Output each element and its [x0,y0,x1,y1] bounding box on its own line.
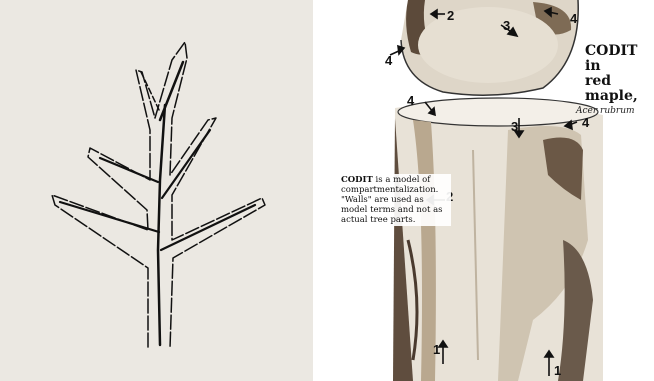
label-1-bottom-left: 1 [433,343,440,356]
label-4-lower-left: 4 [407,94,414,107]
lower-log-section [393,98,603,381]
label-1-bottom-right: 1 [554,364,561,377]
caption-bold: CODIT [341,175,373,185]
title-line-4: maple, [585,89,638,104]
label-4-top-right: 4 [570,12,577,25]
label-3-lower: 3 [511,120,518,133]
pith-branch-right-lower [161,205,255,250]
label-4-lower-right: 4 [582,116,589,129]
title-line-1: CODIT [585,44,638,59]
pith-trunk-line [158,105,165,345]
tree-outline-diagram [0,0,313,381]
label-3-top: 3 [503,19,510,32]
label-2-top: 2 [447,9,454,22]
tree-diagram-panel [0,0,313,381]
species-name: Acer rubrum [576,106,635,116]
codit-caption: CODIT is a model of compartmentalization… [339,174,451,226]
title-line-2: in [585,59,638,74]
label-4-top-left: 4 [385,54,392,67]
title-line-3: red [585,74,638,89]
codit-title: CODIT in red maple, [585,44,638,104]
